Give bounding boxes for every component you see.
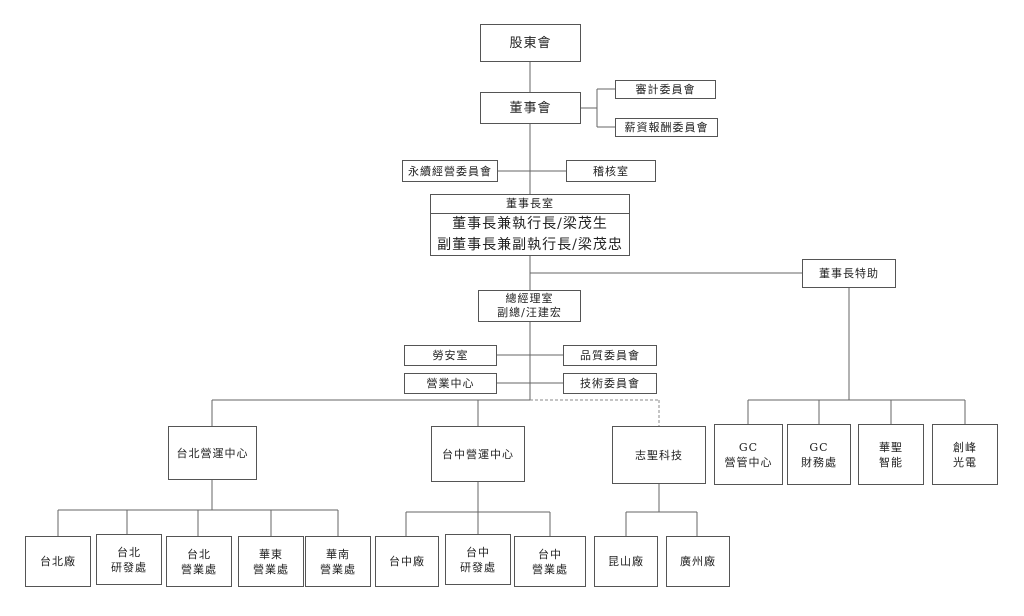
- chuangfeng-box: 創峰 光電: [932, 424, 998, 485]
- guangzhou-factory-label: 廣州廠: [680, 555, 716, 568]
- taichung-sales-box: 台中 營業處: [514, 536, 586, 587]
- gc-finance-line2: 財務處: [801, 455, 837, 469]
- east-china-sales-line2: 營業處: [253, 562, 289, 576]
- sustainability-committee-label: 永續經營委員會: [408, 164, 492, 178]
- taipei-factory-label: 台北廠: [40, 555, 76, 568]
- quality-committee-box: 品質委員會: [563, 345, 657, 366]
- kunshan-factory-box: 昆山廠: [594, 536, 658, 587]
- compensation-committee-box: 薪資報酬委員會: [615, 118, 718, 137]
- compensation-committee-label: 薪資報酬委員會: [624, 121, 709, 134]
- shareholders-box: 股東會: [480, 24, 581, 62]
- gc-mgmt-center-box: GC 營管中心: [714, 424, 783, 485]
- taichung-sales-line2: 營業處: [532, 562, 568, 576]
- taipei-factory-box: 台北廠: [25, 536, 91, 587]
- internal-audit-box: 稽核室: [566, 160, 656, 182]
- chairman-office-title: 董事長室: [431, 195, 629, 214]
- gm-office-subtitle: 副總/汪建宏: [497, 306, 562, 319]
- south-china-sales-line2: 營業處: [320, 562, 356, 576]
- chairman-line: 董事長兼執行長/梁茂生: [452, 216, 608, 232]
- taichung-center-box: 台中營運中心: [431, 426, 525, 482]
- south-china-sales-box: 華南 營業處: [305, 536, 371, 587]
- shareholders-label: 股東會: [509, 35, 552, 51]
- tech-committee-label: 技術委員會: [580, 377, 640, 390]
- internal-audit-label: 稽核室: [593, 164, 629, 178]
- taipei-sales-line1: 台北: [187, 547, 211, 561]
- chairman-office-box: 董事長室 董事長兼執行長/梁茂生 副董事長兼副執行長/梁茂忠: [430, 194, 630, 256]
- sustainability-committee-box: 永續經營委員會: [402, 160, 498, 182]
- taichung-rd-line2: 研發處: [460, 560, 496, 574]
- chuangfeng-line1: 創峰: [953, 440, 977, 454]
- chairman-assistant-label: 董事長特助: [819, 267, 879, 280]
- taichung-rd-line1: 台中: [466, 545, 490, 559]
- chuangfeng-line2: 光電: [953, 455, 977, 469]
- taipei-rd-box: 台北 研發處: [96, 534, 162, 585]
- vice-chairman-line: 副董事長兼副執行長/梁茂忠: [437, 237, 623, 253]
- sales-center-box: 營業中心: [404, 373, 497, 394]
- huasheng-box: 華聖 智能: [858, 424, 924, 485]
- audit-committee-box: 審計委員會: [615, 80, 716, 99]
- gm-office-box: 總經理室 副總/汪建宏: [478, 290, 581, 322]
- taichung-factory-label: 台中廠: [389, 555, 425, 568]
- zhisheng-tech-label: 志聖科技: [635, 448, 683, 462]
- board-label: 董事會: [509, 100, 552, 116]
- east-china-sales-box: 華東 營業處: [238, 536, 304, 587]
- taichung-factory-box: 台中廠: [375, 536, 439, 587]
- south-china-sales-line1: 華南: [326, 547, 350, 561]
- labor-safety-box: 勞安室: [404, 345, 497, 366]
- huasheng-line1: 華聖: [879, 440, 903, 454]
- gc-finance-line1: GC: [809, 440, 829, 454]
- zhisheng-tech-box: 志聖科技: [612, 426, 706, 484]
- east-china-sales-line1: 華東: [259, 547, 283, 561]
- taipei-sales-box: 台北 營業處: [166, 536, 232, 587]
- gc-mgmt-line2: 營管中心: [724, 455, 773, 469]
- gc-mgmt-line1: GC: [738, 440, 759, 454]
- audit-committee-label: 審計委員會: [635, 83, 696, 96]
- taipei-sales-line2: 營業處: [181, 562, 217, 576]
- chairman-assistant-box: 董事長特助: [802, 259, 896, 288]
- tech-committee-box: 技術委員會: [563, 373, 657, 394]
- guangzhou-factory-box: 廣州廠: [666, 536, 730, 587]
- kunshan-factory-label: 昆山廠: [608, 555, 644, 568]
- labor-safety-label: 勞安室: [432, 349, 469, 362]
- taipei-center-label: 台北營運中心: [176, 446, 249, 460]
- taipei-rd-line1: 台北: [117, 545, 141, 559]
- board-box: 董事會: [480, 92, 581, 124]
- taipei-rd-line2: 研發處: [111, 560, 147, 574]
- gc-finance-box: GC 財務處: [787, 424, 851, 485]
- huasheng-line2: 智能: [879, 455, 903, 469]
- taichung-sales-line1: 台中: [538, 547, 562, 561]
- sales-center-label: 營業中心: [426, 377, 475, 390]
- taipei-center-box: 台北營運中心: [168, 426, 257, 480]
- quality-committee-label: 品質委員會: [580, 349, 640, 362]
- gm-office-title: 總經理室: [505, 292, 554, 305]
- taichung-rd-box: 台中 研發處: [445, 534, 511, 585]
- taichung-center-label: 台中營運中心: [442, 447, 514, 461]
